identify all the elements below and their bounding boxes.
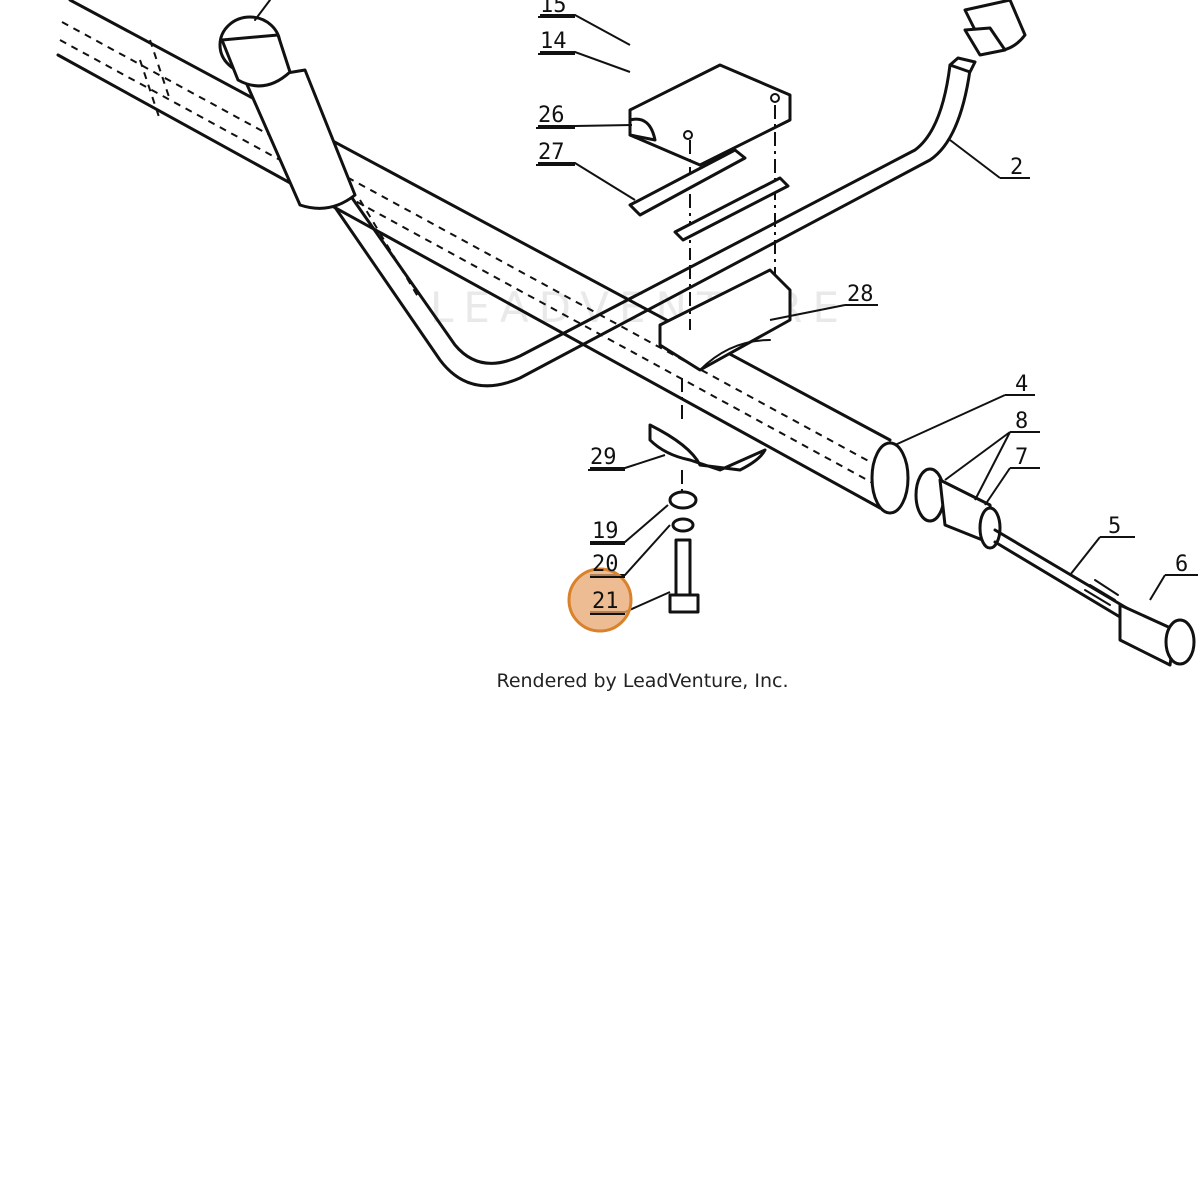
callout-6[interactable]: 6: [1175, 552, 1188, 577]
main-shaft-tube: [56, 0, 892, 510]
callout-28[interactable]: 28: [847, 282, 874, 307]
shaft-end: [870, 441, 1002, 550]
clamp-plates: [628, 148, 790, 242]
callout-5[interactable]: 5: [1108, 514, 1121, 539]
callout-labels: 15 14 26 27 2 28 4 8 7 29 19 20 21 5 6: [538, 0, 1188, 614]
callout-26[interactable]: 26: [538, 103, 565, 128]
drive-shaft: [993, 528, 1196, 667]
callout-29[interactable]: 29: [590, 445, 617, 470]
callout-underlines: [536, 16, 625, 615]
callout-2[interactable]: 2: [1010, 155, 1023, 180]
callout-27[interactable]: 27: [538, 140, 565, 165]
callout-4[interactable]: 4: [1015, 372, 1028, 397]
left-grip: [218, 0, 357, 210]
callout-20[interactable]: 20: [592, 552, 619, 577]
callout-highlight: [567, 567, 633, 633]
callout-7[interactable]: 7: [1015, 445, 1028, 470]
callout-8[interactable]: 8: [1015, 409, 1028, 434]
lower-clamp: [658, 265, 792, 372]
credit-text: Rendered by LeadVenture, Inc.: [496, 670, 789, 692]
right-grip: [963, 0, 1027, 57]
callout-19[interactable]: 19: [592, 519, 619, 544]
upper-clamp: [628, 63, 792, 280]
callout-21[interactable]: 21: [592, 589, 619, 614]
loop-handle: [328, 56, 977, 388]
bolt-assembly: [668, 490, 700, 614]
callout-15[interactable]: 15: [540, 0, 567, 18]
callout-14[interactable]: 14: [540, 29, 567, 54]
